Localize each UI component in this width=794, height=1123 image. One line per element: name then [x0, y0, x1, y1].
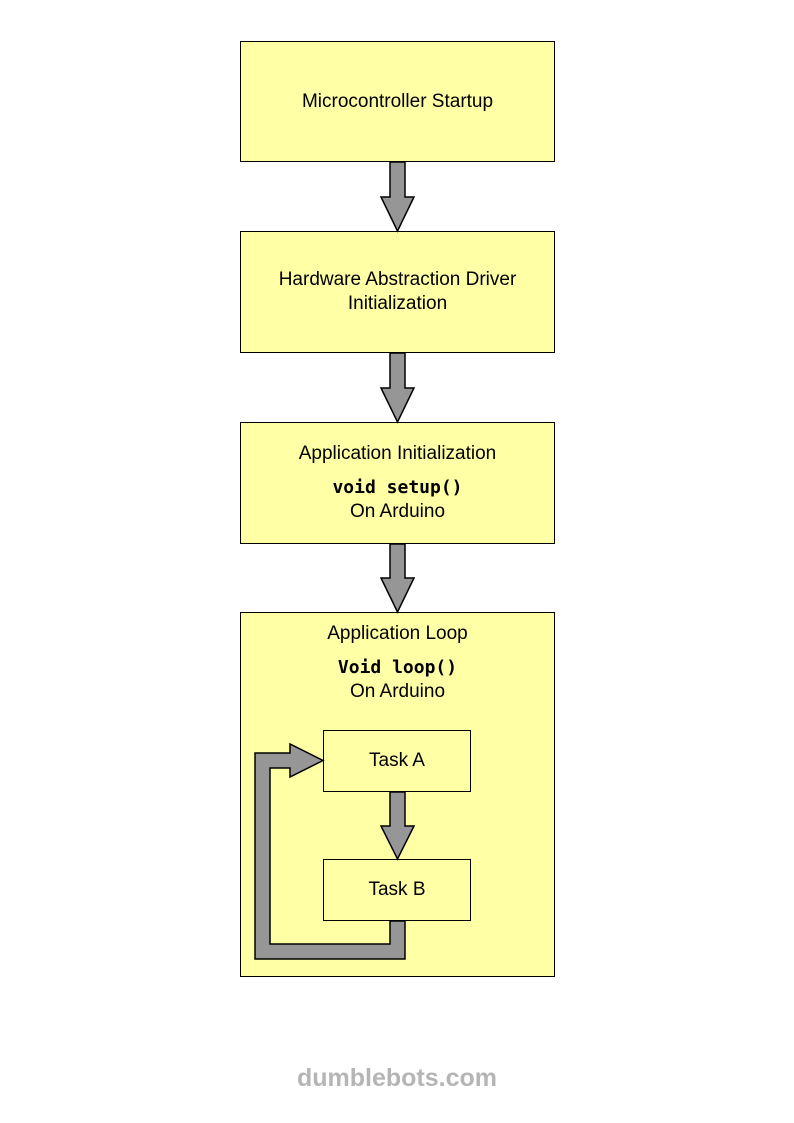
arrow-app-init-to-loop — [379, 543, 416, 614]
hal-init-box: Hardware Abstraction Driver Initializati… — [240, 231, 555, 353]
startup-box: Microcontroller Startup — [240, 41, 555, 162]
task-b-label: Task B — [368, 879, 426, 900]
arrow-hal-to-app-init — [379, 352, 416, 424]
hal-init-label-line2: Initialization — [347, 293, 448, 314]
app-init-note: On Arduino — [349, 501, 446, 522]
task-b-box: Task B — [323, 859, 471, 921]
task-a-box: Task A — [323, 730, 471, 792]
startup-label: Microcontroller Startup — [301, 90, 494, 112]
app-loop-code: Void loop() — [337, 657, 458, 678]
arrow-startup-to-hal — [379, 161, 416, 233]
app-loop-title: Application Loop — [327, 623, 468, 644]
app-init-box: Application Initialization void setup() … — [240, 422, 555, 544]
app-init-code: void setup() — [332, 477, 463, 498]
hal-init-label-line1: Hardware Abstraction Driver — [278, 269, 517, 290]
footer-watermark: dumblebots.com — [296, 1064, 497, 1092]
task-a-label: Task A — [369, 750, 425, 771]
app-loop-note: On Arduino — [349, 681, 446, 702]
app-loop-box: Application Loop Void loop() On Arduino — [240, 612, 555, 977]
app-init-title: Application Initialization — [298, 443, 497, 464]
